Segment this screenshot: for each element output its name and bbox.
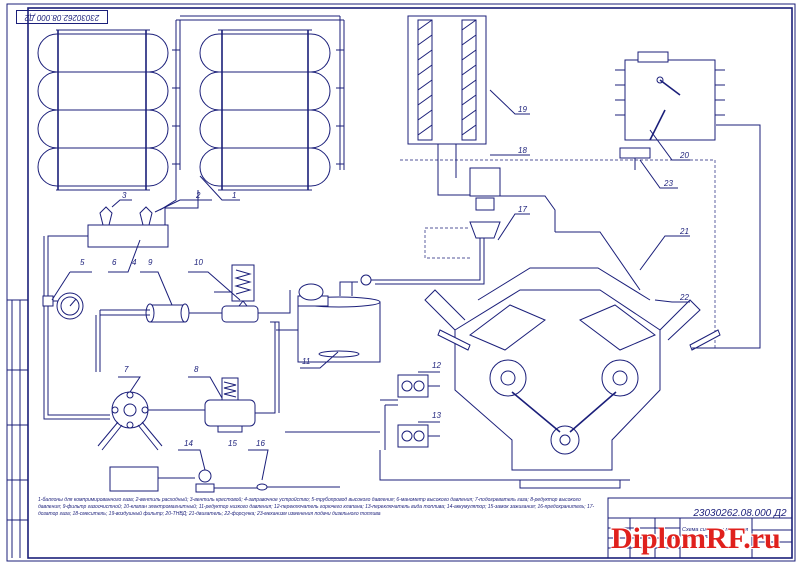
gas-cylinders-right [199, 29, 331, 191]
callout-18: 18 [518, 146, 527, 155]
left-margin-strip [7, 299, 28, 558]
title-block-code: 23030262.08.000 Д2 [693, 508, 787, 519]
callout-19: 19 [518, 105, 527, 114]
gas-heater [97, 391, 205, 451]
callout-23: 23 [663, 179, 673, 188]
callout-12: 12 [432, 361, 441, 370]
title-block-title: Схема системы питания двигателя [682, 527, 749, 540]
callout-6: 6 [112, 258, 117, 267]
gas-cylinders-left [37, 29, 169, 191]
leader-lines [51, 89, 690, 481]
callout-21: 21 [679, 227, 689, 236]
high-pressure-reducer [204, 321, 298, 433]
callout-3: 3 [122, 191, 127, 200]
watermark-logo: DiplomRF.ru [611, 522, 781, 555]
callout-15: 15 [228, 439, 237, 448]
callout-16: 16 [256, 439, 265, 448]
parts-legend: 1-баллоны для компримированного газа; 2-… [38, 497, 595, 517]
filling-device [87, 190, 199, 248]
callout-17: 17 [518, 205, 527, 214]
outer-frame [6, 3, 796, 562]
callout-4: 4 [132, 258, 137, 267]
drawing-code-stamp: 23030262.08.000 Д2 [16, 10, 108, 24]
callout-numbers: 1 2 3 4 5 6 7 8 9 10 11 12 13 14 15 16 1… [80, 105, 689, 448]
callout-13: 13 [432, 411, 441, 420]
injectors [437, 124, 761, 351]
injection-pump [615, 51, 725, 170]
callout-7: 7 [124, 365, 129, 374]
callout-5: 5 [80, 258, 85, 267]
callout-14: 14 [184, 439, 193, 448]
inner-frame [27, 7, 793, 559]
fuel-switches [380, 374, 440, 450]
callout-1: 1 [232, 191, 236, 200]
solenoid-valve [214, 264, 291, 323]
callout-2: 2 [195, 191, 201, 200]
callout-11: 11 [302, 357, 310, 366]
callout-9: 9 [148, 258, 153, 267]
title-block [607, 497, 793, 559]
air-filter [407, 15, 487, 196]
low-pressure-reducer [297, 230, 485, 363]
callout-10: 10 [194, 258, 203, 267]
callout-20: 20 [679, 151, 689, 160]
high-pressure-line [42, 235, 110, 420]
gas-mixer [424, 167, 556, 259]
engine-block [400, 159, 716, 489]
gas-filter [95, 303, 222, 372]
callout-8: 8 [194, 365, 199, 374]
callout-22: 22 [679, 293, 689, 302]
